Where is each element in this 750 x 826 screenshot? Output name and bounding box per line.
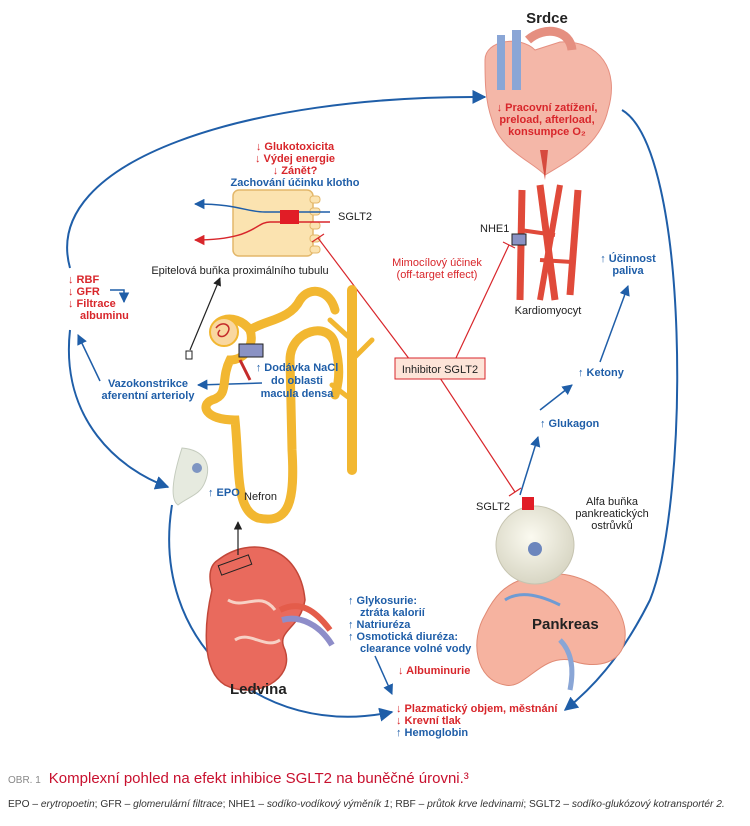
alpha-line-3: ostrůvků <box>591 520 633 532</box>
renal-effect-5: clearance volné vody <box>360 643 472 655</box>
legend-def-nhe1: sodíko-vodíkový výměník 1 <box>266 799 390 810</box>
rbf-line-1: ↓ RBF <box>68 274 99 286</box>
offtarget-label-1: Mimocílový účinek <box>392 257 482 269</box>
nacl-line-2: do oblasti <box>271 375 323 387</box>
cell-effect-2: ↓ Výdej energie <box>255 153 335 165</box>
renal-effect-3: ↑ Natriuréza <box>348 619 411 631</box>
nephron-label: Nefron <box>244 491 277 503</box>
arrow-to-cell <box>189 277 221 351</box>
loop-arrow-to-epo <box>67 329 170 490</box>
arrow-glucagon-ketones <box>539 384 573 411</box>
figure-number: OBR. 1 <box>8 775 41 786</box>
albuminuria-label: ↓ Albuminurie <box>398 665 470 677</box>
arrow-ketones-fuel <box>599 285 630 363</box>
renal-effect-2: ztráta kalorií <box>360 607 426 619</box>
nacl-line-3: macula densa <box>261 388 335 400</box>
kidney-callout-box <box>217 554 253 576</box>
legend-abbr-rbf: RBF <box>395 799 416 810</box>
heart-title: Srdce <box>526 10 568 27</box>
nephron-callout-box <box>185 350 193 360</box>
pancreas-sglt2-label: SGLT2 <box>476 501 510 513</box>
heart-effect-3: konsumpce O₂ <box>508 126 586 138</box>
loop-arrow-heart-right <box>563 109 679 711</box>
ketones-label: ↑ Ketony <box>578 367 625 379</box>
alpha-line-1: Alfa buňka <box>586 496 639 508</box>
legend-def-sglt2: sodíko-glukózový kotransportér 2. <box>571 799 725 810</box>
cell-name-label: Epitelová buňka proximálního tubulu <box>151 265 328 277</box>
systemic-effect-3: ↑ Hemoglobin <box>396 727 468 739</box>
cell-effect-3: ↓ Zánět? <box>273 165 318 177</box>
arrow-alpha-glucagon <box>519 435 541 496</box>
loop-arrow-to-heart <box>66 89 487 269</box>
vasoconstriction-1: Vazokonstrikce <box>108 378 188 390</box>
kidney-illustration <box>205 546 335 691</box>
legend-def-epo: erytropoetin <box>40 799 95 810</box>
pancreas-title: Pankreas <box>532 616 599 633</box>
collecting-duct <box>327 285 375 475</box>
sglt2-transporter-pancreas <box>522 497 534 510</box>
offtarget-label-2: (off-target effect) <box>397 269 478 281</box>
inhibitor-label: Inhibitor SGLT2 <box>402 364 478 376</box>
cell-effect-1: ↓ Glukotoxicita <box>256 141 335 153</box>
vasoconstriction-2: aferentní arterioly <box>102 390 196 402</box>
legend-def-gfr: glomerulární filtrace <box>133 799 223 810</box>
kidney-title: Ledvina <box>230 681 287 698</box>
fuel-efficiency-1: ↑ Účinnost <box>600 252 656 265</box>
legend-abbr-gfr: GFR <box>100 799 122 810</box>
glucagon-label: ↑ Glukagon <box>540 418 600 430</box>
arrow-nacl-vasoconstriction <box>196 379 263 390</box>
epo-cell-illustration <box>172 447 209 506</box>
heart-effect-2: preload, afterload, <box>499 114 594 126</box>
figure-caption-text: Komplexní pohled na efekt inhibice SGLT2… <box>48 770 469 787</box>
rbf-line-3: ↓ Filtrace <box>68 298 116 310</box>
arrow-renal-systemic <box>374 655 393 695</box>
heart-illustration <box>484 26 612 180</box>
epithelial-cell-illustration <box>193 189 330 257</box>
systemic-effect-2: ↓ Krevní tlak <box>396 715 462 727</box>
legend-def-rbf: průtok krve ledvinami <box>427 799 524 810</box>
cell-sglt2-label: SGLT2 <box>338 211 372 223</box>
alpha-cell-nucleus <box>528 542 542 556</box>
cardiomyocyte-label: Kardiomyocyt <box>515 305 582 317</box>
sglt2-transporter-cell <box>280 210 299 224</box>
renal-effect-4: ↑ Osmotická diuréza: <box>348 631 458 643</box>
nhe1-label: NHE1 <box>480 223 509 235</box>
cardiomyocyte-illustration <box>516 184 582 301</box>
nhe1-transporter <box>511 233 527 246</box>
inhibition-lines <box>311 233 522 497</box>
fuel-efficiency-2: paliva <box>612 265 644 277</box>
epo-label: ↑ EPO <box>208 487 240 499</box>
macula-densa-box <box>238 343 264 358</box>
abbreviation-legend: EPO – erytropoetin; GFR – glomerulární f… <box>8 799 725 810</box>
arrow-to-rbf <box>77 334 101 382</box>
legend-abbr-nhe1: NHE1 <box>228 799 256 810</box>
nacl-line-1: ↑ Dodávka NaCl <box>256 362 339 374</box>
renal-effect-1: ↑ Glykosurie: <box>348 595 417 607</box>
alpha-line-2: pankreatických <box>575 508 648 520</box>
epo-cell-nucleus <box>192 463 202 473</box>
klotho-label: Zachování účinku klotho <box>231 177 360 189</box>
legend-abbr-sglt2: SGLT2 <box>529 799 561 810</box>
glomerulus <box>209 317 252 381</box>
figure-caption: OBR. 1 Komplexní pohled na efekt inhibice… <box>8 770 742 787</box>
rbf-line-4: albuminu <box>80 310 129 322</box>
pancreas-illustration <box>476 573 626 691</box>
inhibitor-box <box>394 357 486 380</box>
rbf-line-2: ↓ GFR <box>68 286 100 298</box>
rbf-small-arrow <box>110 289 130 304</box>
systemic-effect-1: ↓ Plazmatický objem, městnání <box>396 703 558 715</box>
heart-effect-1: ↓ Pracovní zatížení, <box>497 102 598 114</box>
legend-abbr-epo: EPO <box>8 799 30 810</box>
